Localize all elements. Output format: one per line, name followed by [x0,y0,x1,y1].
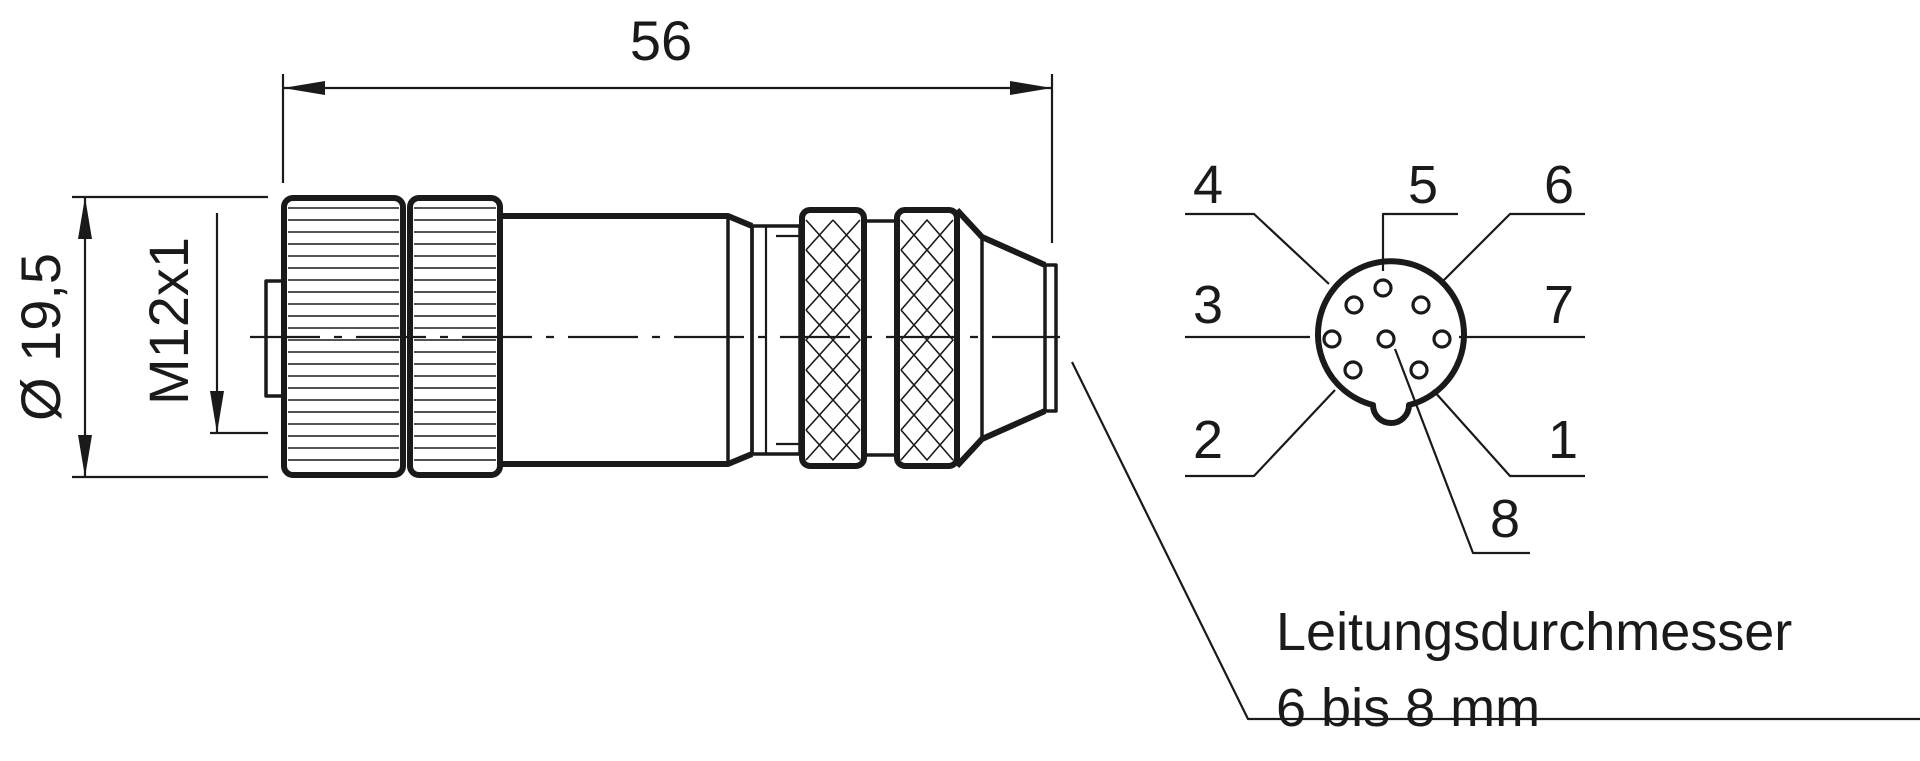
pin-label-4: 4 [1193,155,1223,215]
pin-label-5: 5 [1408,155,1438,215]
second-ring-ribs [414,207,496,461]
pin-5-contact [1373,278,1393,298]
pin-label-3: 3 [1193,275,1223,335]
pin-face-view: 4 5 6 3 7 2 1 8 [1185,155,1585,555]
cable-callout: Leitungsdurchmesser 6 bis 8 mm [1071,361,1920,738]
diameter-dimension: Ø 19,5 [9,195,268,479]
diameter-label: Ø 19,5 [9,253,72,421]
cable-note-line1: Leitungsdurchmesser [1276,602,1792,662]
grip2-knurl [900,219,954,461]
pin-leaders [1185,212,1585,555]
pin-1-contact [1409,360,1429,380]
pin-6-contact [1411,295,1431,315]
thread-label: M12x1 [137,237,200,405]
grip1-knurl [805,219,861,461]
pin-2-contact [1343,360,1363,380]
pin-label-2: 2 [1193,410,1223,470]
pin-label-8: 8 [1490,489,1520,549]
cable-note-line2: 6 bis 8 mm [1276,678,1540,738]
pin-label-6: 6 [1544,155,1574,215]
thread-dimension: M12x1 [137,213,268,435]
pin-label-1: 1 [1548,410,1578,470]
connector-side-view [250,195,1060,478]
pin-label-7: 7 [1544,275,1574,335]
pin-7-contact [1432,329,1452,349]
pin-3-contact [1322,329,1342,349]
length-label: 56 [630,9,692,72]
coupling-nut-ribs [288,207,399,461]
length-dimension: 56 [281,9,1054,243]
pin-8-contact [1376,329,1396,349]
pin-4-contact [1344,295,1364,315]
